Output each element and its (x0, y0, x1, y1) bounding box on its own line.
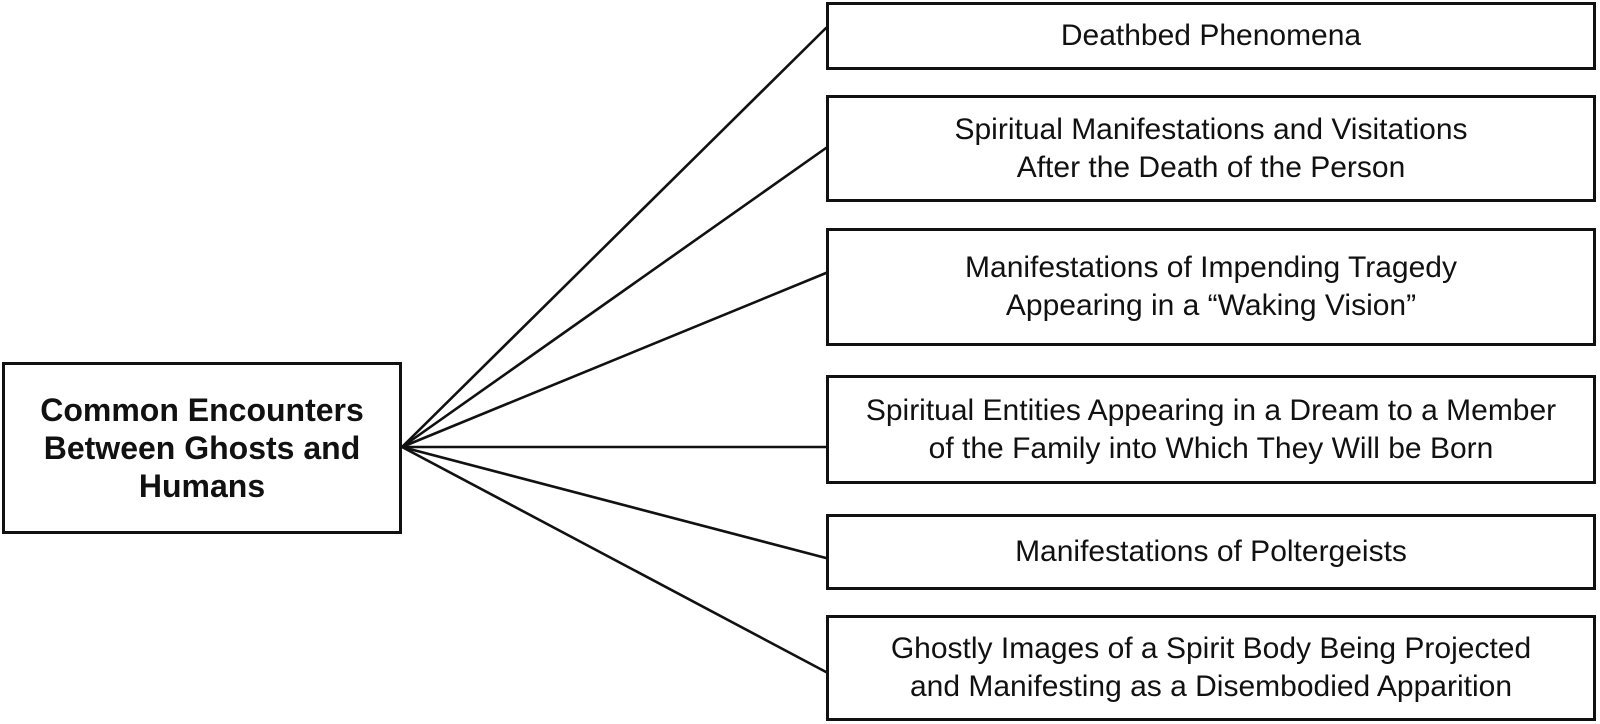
branch-node: Spiritual Entities Appearing in a Dream … (826, 375, 1596, 484)
connector-line (400, 445, 828, 560)
root-node: Common Encounters Between Ghosts and Hum… (2, 362, 402, 534)
connector-line (400, 445, 828, 674)
branch-node: Manifestations of Impending Tragedy Appe… (826, 228, 1596, 346)
connector-line (400, 26, 828, 449)
branch-node-label: Manifestations of Impending Tragedy Appe… (965, 251, 1457, 322)
branch-node: Spiritual Manifestations and Visitations… (826, 95, 1596, 202)
connector-line (400, 271, 828, 449)
branch-node-label: Manifestations of Poltergeists (1015, 535, 1407, 568)
branch-node: Ghostly Images of a Spirit Body Being Pr… (826, 615, 1596, 721)
connector-line (400, 146, 828, 449)
branch-node: Manifestations of Poltergeists (826, 514, 1596, 590)
branch-node: Deathbed Phenomena (826, 2, 1596, 70)
branch-node-label: Spiritual Entities Appearing in a Dream … (865, 393, 1557, 465)
branch-node-label: Spiritual Manifestations and Visitations… (954, 112, 1468, 184)
branch-node-label: Deathbed Phenomena (1060, 19, 1362, 52)
branch-node-label: Ghostly Images of a Spirit Body Being Pr… (890, 632, 1532, 703)
root-node-label: Common Encounters Between Ghosts and Hum… (40, 392, 364, 504)
